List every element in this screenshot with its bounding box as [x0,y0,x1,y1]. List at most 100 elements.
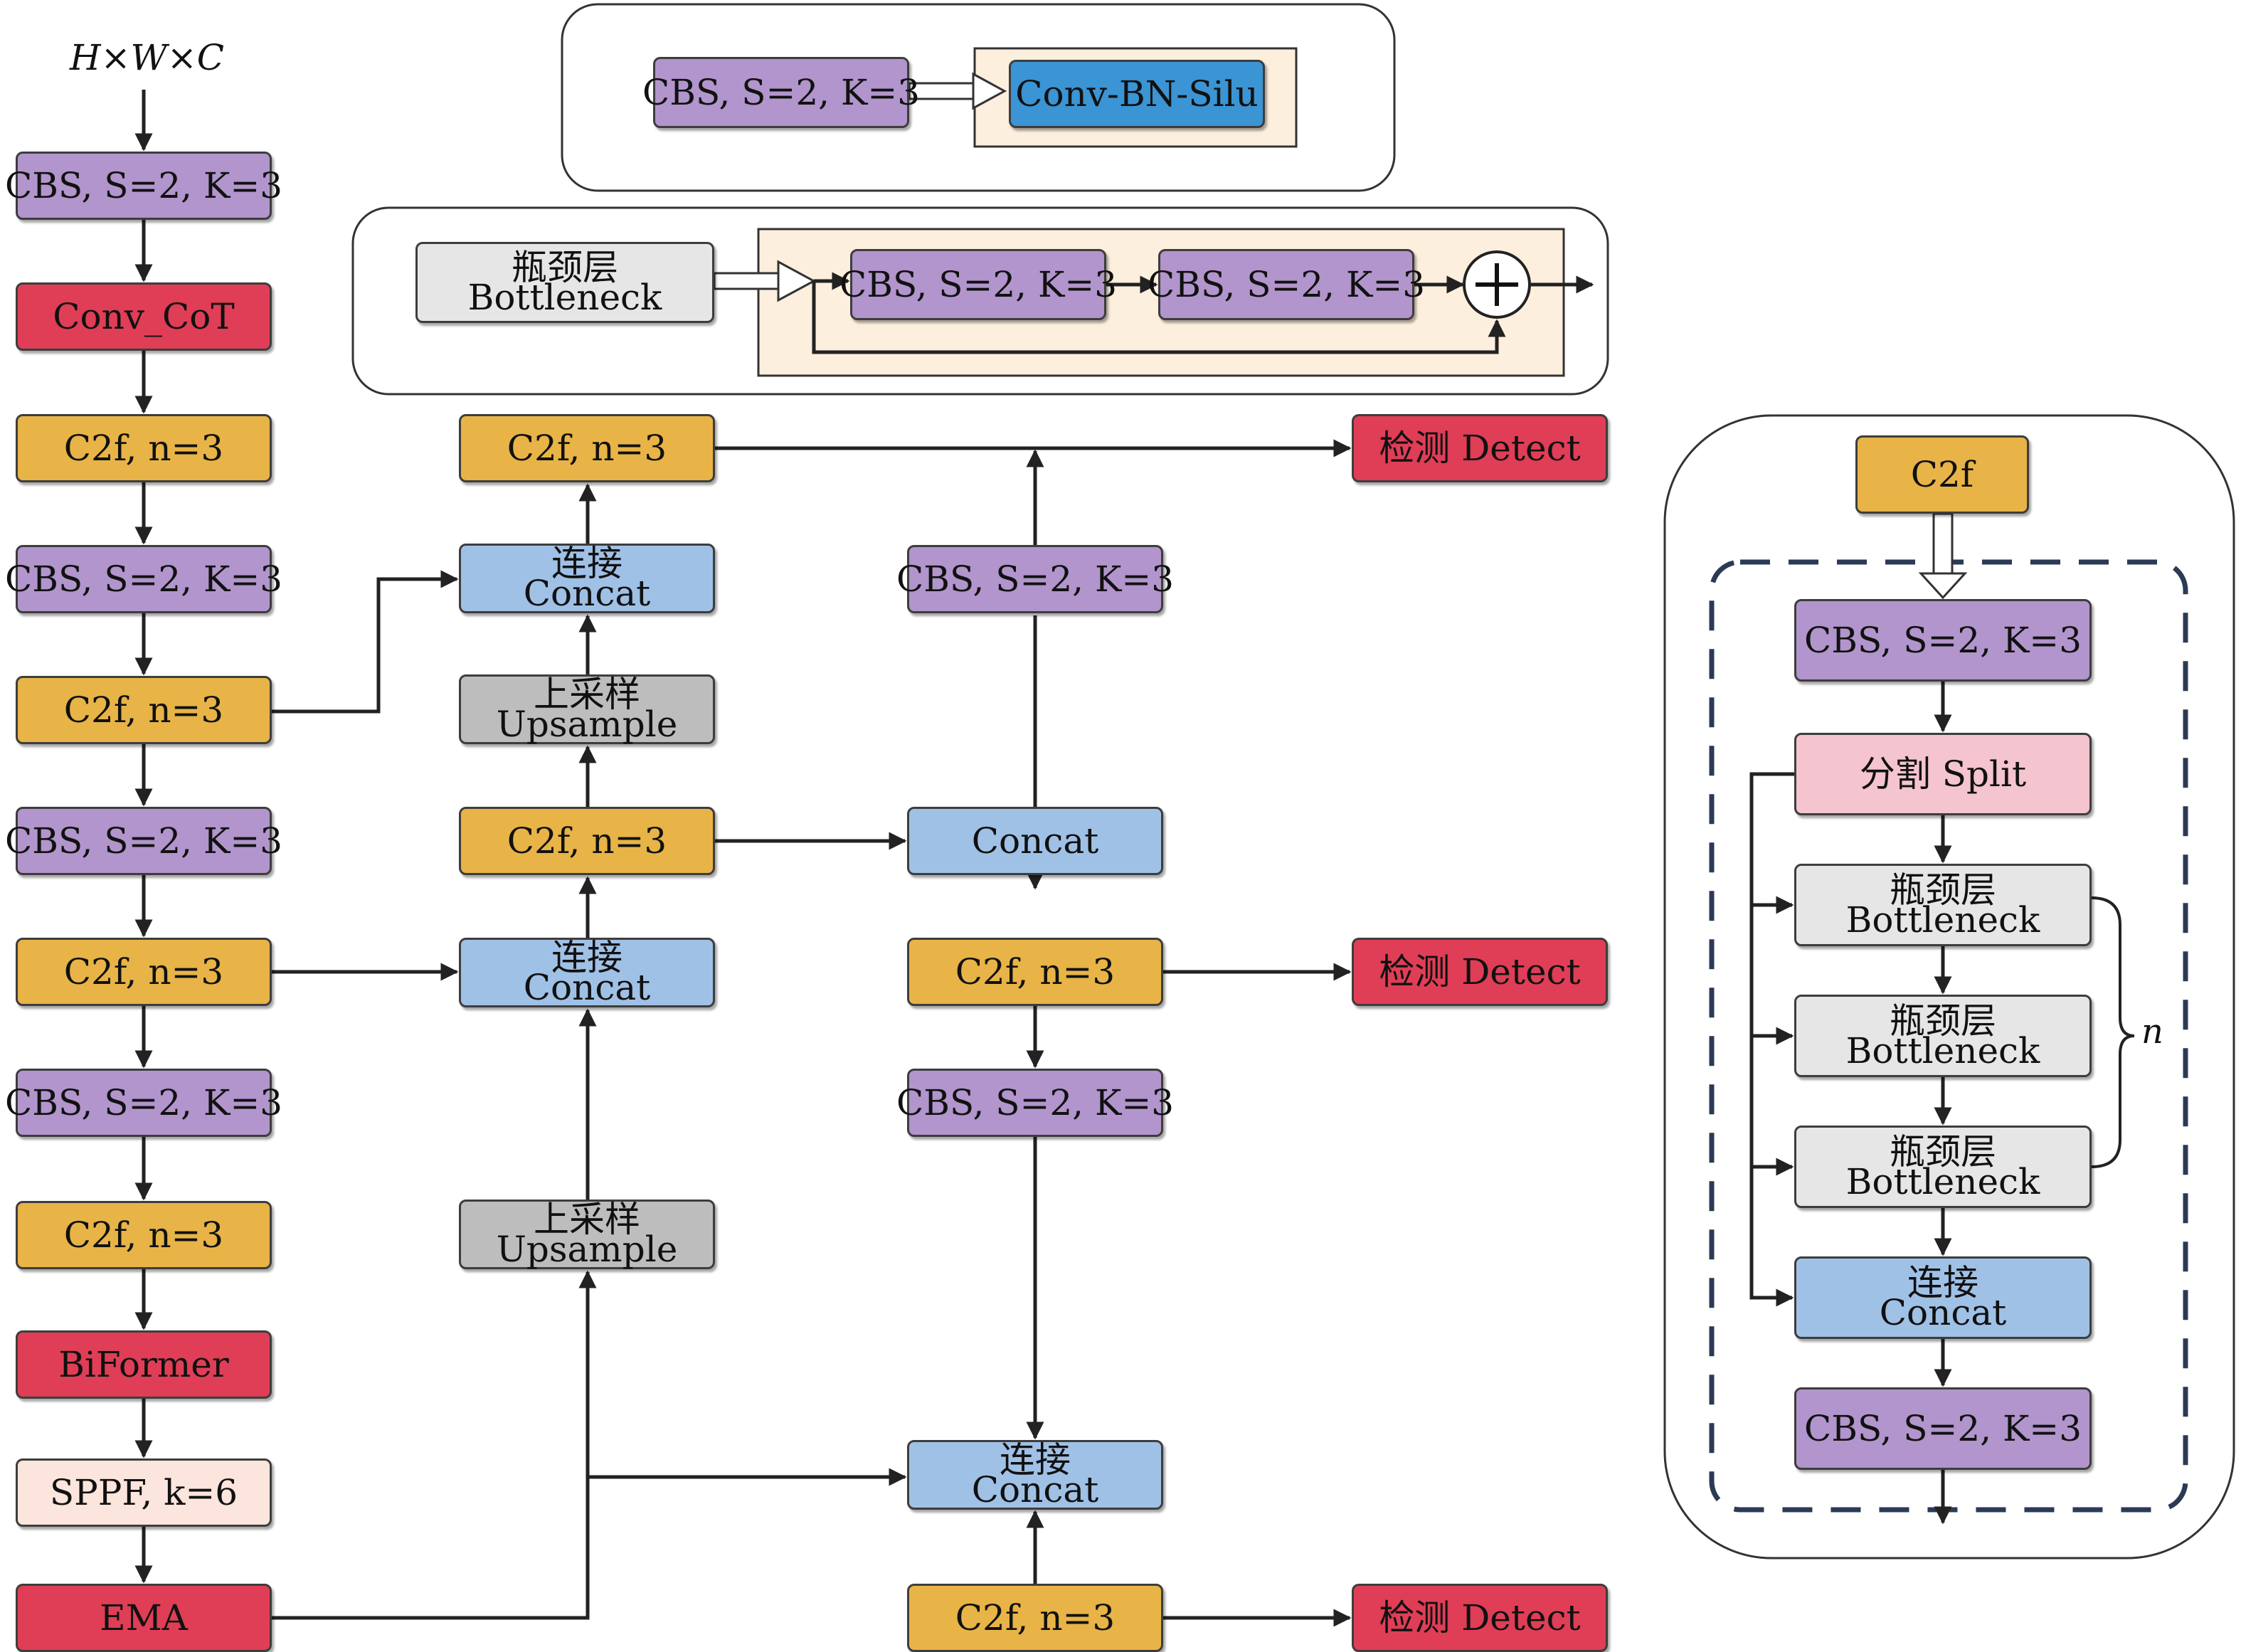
block-label-line: 上采样 [534,1199,640,1240]
block-label: CBS, S=2, K=3 [642,72,921,113]
block-label: CBS, S=2, K=3 [4,165,283,206]
block-b11: SPPF, k=6 [16,1458,272,1527]
block-label-line: 连接 [1000,1439,1071,1481]
block-p-c2f-mid: C2f, n=3 [907,938,1163,1006]
bottleneck-hollow-shaft [713,272,780,290]
block-label: BiFormer [58,1344,229,1385]
c2f-hollow-arrow-icon [1918,572,1968,600]
block-label-line: 连接 [1907,1262,1978,1303]
block-b1: CBS, S=2, K=3 [5,152,282,220]
block-label: CBS, S=2, K=3 [4,1082,283,1123]
block-label: CBS, S=2, K=3 [4,820,283,862]
block-label: C2f, n=3 [955,1597,1116,1638]
block-b4: CBS, S=2, K=3 [5,545,282,613]
block-label: CBS, S=2, K=3 [1803,1408,2082,1449]
block-label-line: 瓶颈层 [1890,1131,1996,1172]
residual-skip-arrow [812,281,1506,354]
bottleneck-hollow-arrow-icon [777,260,817,302]
block-label-line: 连接 [551,937,622,978]
c2f-hollow-shaft [1932,512,1954,575]
block-label: SPPF, k=6 [49,1472,238,1513]
block-d2: 检测 Detect [1352,938,1608,1006]
block-label: Conv_CoT [53,296,235,337]
block-label: CBS, S=2, K=3 [896,558,1175,600]
block-b3: C2f, n=3 [16,414,272,482]
block-label: Concat [971,820,1099,862]
block-n-c2f2: C2f, n=3 [459,807,715,875]
block-l1-conv: Conv-BN-Silu [1009,60,1265,128]
block-label-line: Bottleneck [1845,1161,2040,1202]
block-label: CBS, S=2, K=3 [1803,620,2082,661]
block-label: Conv-BN-Silu [1015,73,1259,115]
block-label: EMA [100,1597,188,1638]
block-label-line: 瓶颈层 [1890,869,1996,911]
block-r-split: 分割 Split [1794,733,2092,815]
repeat-brace [2091,896,2135,1168]
block-n-c2f1: C2f, n=3 [459,414,715,482]
block-r-cbs1: CBS, S=2, K=3 [1794,599,2092,682]
block-label: 分割 Split [1859,753,2027,795]
block-label-line: Upsample [496,704,678,745]
block-l2-cbs1: CBS, S=2, K=3 [839,249,1117,320]
block-b2: Conv_CoT [16,282,272,351]
block-label: CBS, S=2, K=3 [1147,264,1426,305]
block-p-concat: Concat [907,807,1163,875]
c2f5-to-concat1-arrow [272,570,459,714]
block-label-line: Concat [523,967,651,1008]
repeat-count-label: n [2141,1012,2163,1052]
input-size-label: H×W×C [70,37,225,78]
block-label: C2f, n=3 [63,689,224,731]
block-label-line: Upsample [496,1229,678,1270]
block-label: 检测 Detect [1379,428,1581,469]
block-label: 检测 Detect [1379,951,1581,992]
block-label-line: Bottleneck [1845,899,2040,941]
block-b12: EMA [16,1584,272,1652]
block-label-line: 瓶颈层 [1890,1000,1996,1042]
ema-to-upsample-arrow [272,1270,597,1620]
block-b7: C2f, n=3 [16,938,272,1006]
block-label-line: Bottleneck [1845,1030,2040,1071]
block-label-line: Concat [971,1469,1099,1510]
block-l2-cbs2: CBS, S=2, K=3 [1148,249,1425,320]
block-d1: 检测 Detect [1352,414,1608,482]
block-label: CBS, S=2, K=3 [4,558,283,600]
block-r-c2f: C2f [1855,435,2029,514]
block-label: CBS, S=2, K=3 [839,264,1118,305]
block-label: C2f, n=3 [955,951,1116,992]
block-label-line: 连接 [551,543,622,584]
block-d3: 检测 Detect [1352,1584,1608,1652]
block-b10: BiFormer [16,1330,272,1399]
block-p-cbs-top: CBS, S=2, K=3 [896,545,1174,613]
block-p-cbs-mid: CBS, S=2, K=3 [896,1069,1174,1137]
block-p-c2f-bot: C2f, n=3 [907,1584,1163,1652]
plus-icon [1476,263,1518,306]
block-label: 检测 Detect [1379,1597,1581,1638]
block-b6: CBS, S=2, K=3 [5,807,282,875]
block-b8: CBS, S=2, K=3 [5,1069,282,1137]
block-b5: C2f, n=3 [16,676,272,744]
block-label: C2f, n=3 [63,1214,224,1256]
block-label: CBS, S=2, K=3 [896,1082,1175,1123]
block-l1-cbs: CBS, S=2, K=3 [642,57,920,128]
block-label-line: 上采样 [534,674,640,715]
block-label-line: Concat [523,573,651,614]
block-label: C2f, n=3 [507,820,667,862]
block-label: C2f [1910,454,1974,495]
block-label: C2f, n=3 [63,428,224,469]
block-label: C2f, n=3 [507,428,667,469]
block-label: C2f, n=3 [63,951,224,992]
block-label-line: Concat [1879,1292,2007,1333]
block-b9: C2f, n=3 [16,1201,272,1269]
block-r-cbs2: CBS, S=2, K=3 [1794,1387,2092,1470]
